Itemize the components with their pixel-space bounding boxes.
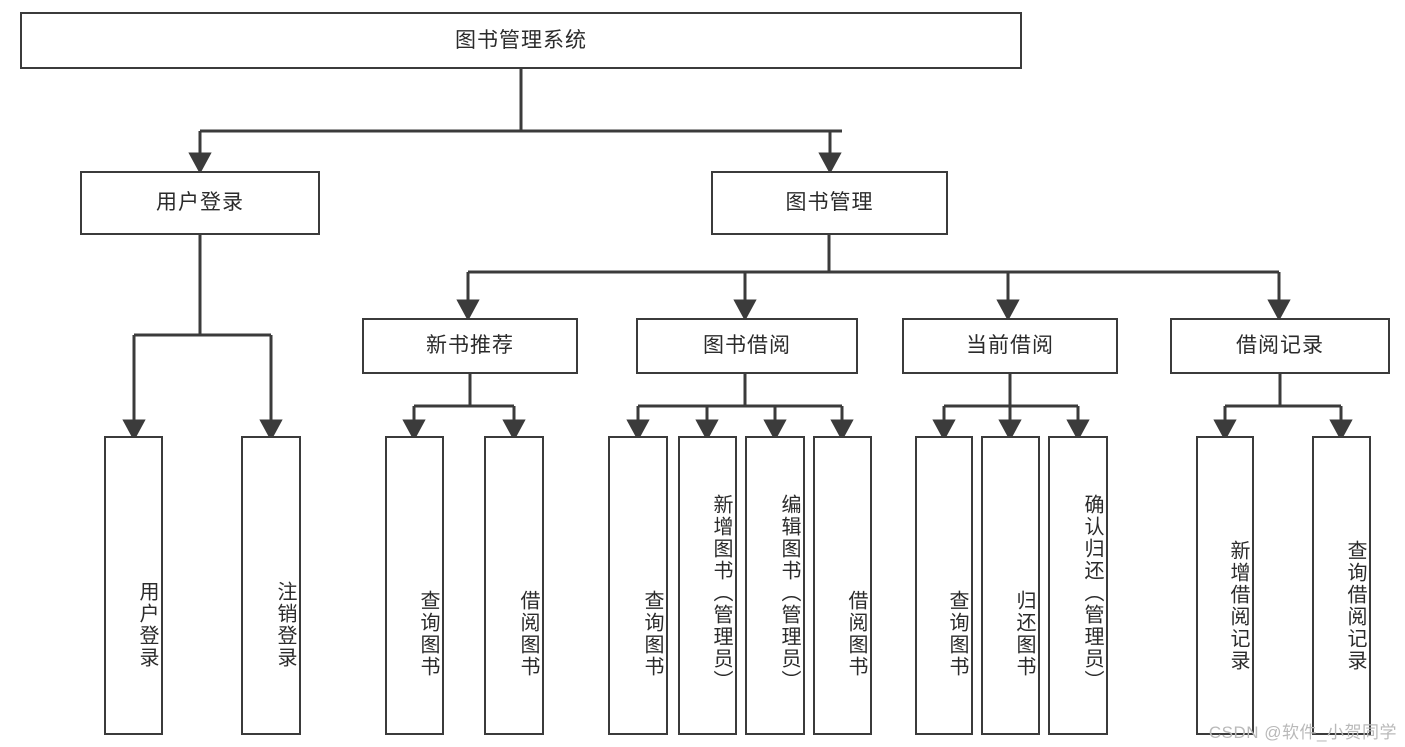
node-label: 查询图书 bbox=[641, 589, 663, 678]
leaf-user-login-logout[interactable]: 注销登录 bbox=[241, 436, 301, 735]
leaf-records-add-record[interactable]: 新增借阅记录 bbox=[1196, 436, 1254, 735]
node-label: 用户登录 bbox=[136, 580, 158, 669]
leaf-borrow-edit-book-admin[interactable]: 编辑图书（管理员） bbox=[745, 436, 805, 735]
leaf-current-return-book[interactable]: 归还图书 bbox=[981, 436, 1040, 735]
leaf-current-query-book[interactable]: 查询图书 bbox=[915, 436, 973, 735]
node-label: 新书推荐 bbox=[426, 334, 514, 358]
node-label: 归还图书 bbox=[1013, 589, 1035, 678]
node-label: 查询借阅记录 bbox=[1344, 539, 1366, 672]
node-label: 图书管理系统 bbox=[455, 28, 587, 52]
node-user-login[interactable]: 用户登录 bbox=[80, 171, 320, 235]
node-label: 注销登录 bbox=[274, 580, 296, 669]
node-label: 新增图书（管理员） bbox=[710, 493, 732, 692]
node-label: 图书借阅 bbox=[703, 334, 791, 358]
node-label: 借阅图书 bbox=[517, 589, 539, 678]
node-label: 新增借阅记录 bbox=[1227, 539, 1249, 672]
node-label: 查询图书 bbox=[417, 589, 439, 678]
node-label: 查询图书 bbox=[946, 589, 968, 678]
node-label: 编辑图书（管理员） bbox=[778, 493, 800, 692]
node-current-borrow[interactable]: 当前借阅 bbox=[902, 318, 1118, 374]
node-book-management[interactable]: 图书管理 bbox=[711, 171, 948, 235]
node-label: 当前借阅 bbox=[966, 334, 1054, 358]
leaf-borrow-add-book-admin[interactable]: 新增图书（管理员） bbox=[678, 436, 737, 735]
leaf-borrow-query-book[interactable]: 查询图书 bbox=[608, 436, 668, 735]
leaf-recommend-borrow-book[interactable]: 借阅图书 bbox=[484, 436, 544, 735]
node-label: 用户登录 bbox=[156, 191, 244, 215]
node-new-book-recommend[interactable]: 新书推荐 bbox=[362, 318, 578, 374]
node-root-system[interactable]: 图书管理系统 bbox=[20, 12, 1022, 69]
leaf-borrow-borrow-book[interactable]: 借阅图书 bbox=[813, 436, 872, 735]
leaf-user-login-login[interactable]: 用户登录 bbox=[104, 436, 163, 735]
node-label: 借阅记录 bbox=[1236, 334, 1324, 358]
csdn-watermark: CSDN @软件_小贺同学 bbox=[1208, 723, 1397, 742]
node-book-borrow[interactable]: 图书借阅 bbox=[636, 318, 858, 374]
leaf-current-confirm-return-admin[interactable]: 确认归还（管理员） bbox=[1048, 436, 1108, 735]
node-label: 借阅图书 bbox=[845, 589, 867, 678]
node-borrow-records[interactable]: 借阅记录 bbox=[1170, 318, 1390, 374]
node-label: 图书管理 bbox=[785, 191, 874, 215]
leaf-records-query-record[interactable]: 查询借阅记录 bbox=[1312, 436, 1371, 735]
leaf-recommend-query-book[interactable]: 查询图书 bbox=[385, 436, 444, 735]
node-label: 确认归还（管理员） bbox=[1081, 493, 1103, 692]
